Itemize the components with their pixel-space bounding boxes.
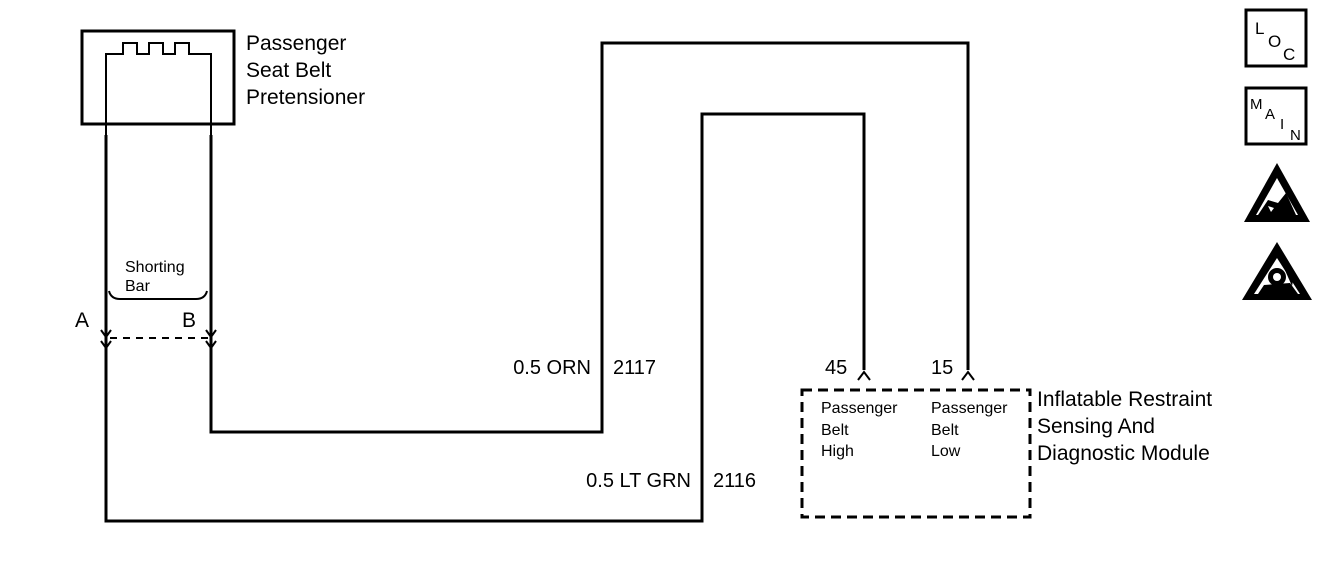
pin-15-label-line-2: Belt: [931, 422, 959, 439]
pretensioner-name-line-3: Pretensioner: [246, 86, 365, 109]
main-icon[interactable]: M A I N: [1244, 86, 1308, 146]
main-icon-letter-4: N: [1290, 127, 1301, 144]
module-name-line-2: Sensing And: [1037, 415, 1155, 438]
wire-2116: [104, 112, 866, 523]
main-icon-letter-1: M: [1250, 96, 1263, 113]
pin-15-label-line-1: Passenger: [931, 400, 1008, 417]
shorting-bar-label-line-2: Bar: [125, 278, 151, 295]
loc-icon-letter-3: C: [1283, 45, 1295, 64]
main-icon-letter-2: A: [1265, 106, 1275, 123]
wire-2117-circuit-number: 2117: [613, 357, 656, 379]
pin-45-label-line-1: Passenger: [821, 400, 898, 417]
wire-2116-circuit-number: 2116: [713, 470, 756, 492]
wire-2117: [209, 41, 970, 434]
pin-45-label-line-3: High: [821, 443, 854, 460]
wire-2117-gauge-color: 0.5 ORN: [513, 357, 591, 379]
pin-45-connector: [857, 370, 871, 381]
pin-15-label-line-3: Low: [931, 443, 961, 460]
module-name-line-1: Inflatable Restraint: [1037, 388, 1212, 411]
terminal-b-label: B: [182, 309, 196, 332]
pin-45-number: 45: [825, 357, 847, 379]
shorting-bar-label-line-1: Shorting: [125, 259, 185, 276]
module-box: [800, 388, 1032, 519]
main-icon-letter-3: I: [1280, 116, 1284, 133]
pretensioner-component: [80, 29, 236, 135]
pretensioner-name-line-2: Seat Belt: [246, 59, 331, 82]
pretensioner-box: [80, 29, 236, 126]
wire-2116-gauge-color: 0.5 LT GRN: [586, 470, 691, 492]
pin-15-connector: [961, 370, 975, 381]
pretensioner-name-line-1: Passenger: [246, 32, 346, 55]
module-name-line-3: Diagnostic Module: [1037, 442, 1210, 465]
esd-warning-icon[interactable]: [1244, 163, 1310, 222]
pin-45-label-line-2: Belt: [821, 422, 849, 439]
loc-icon[interactable]: L O C: [1244, 8, 1308, 68]
loc-icon-letter-2: O: [1268, 32, 1281, 51]
shorting-bar: [108, 290, 208, 339]
loc-icon-letter-1: L: [1255, 19, 1264, 38]
esd-hand-warning-icon[interactable]: [1242, 242, 1312, 300]
terminal-a-label: A: [75, 309, 89, 332]
pretensioner-connector-symbol: [105, 42, 212, 135]
pin-15-number: 15: [931, 357, 953, 379]
